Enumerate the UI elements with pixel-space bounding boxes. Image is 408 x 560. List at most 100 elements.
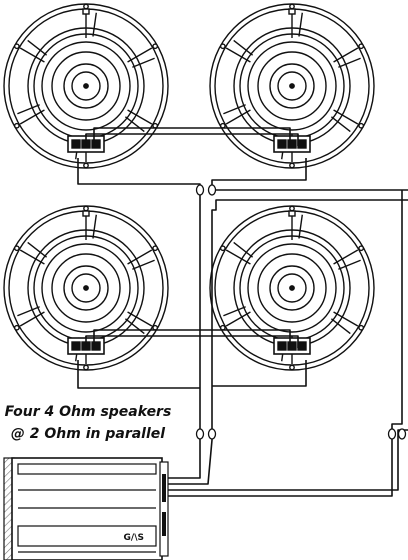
mounting-hole — [152, 43, 159, 50]
terminal-mid — [287, 139, 297, 149]
basket-spoke — [223, 306, 246, 317]
terminal-negative — [277, 139, 287, 149]
terminal-positive — [297, 139, 307, 149]
mounting-hole — [289, 364, 295, 371]
bottom-feed-wire-b — [212, 360, 307, 387]
amp-label-panel — [17, 525, 157, 547]
terminal-negative — [71, 341, 81, 351]
terminal-positive — [91, 139, 101, 149]
amp-terminal — [162, 474, 166, 502]
mounting-hole — [13, 324, 20, 331]
top-pair-bridge-negative — [85, 133, 299, 146]
basket-spoke — [233, 39, 254, 56]
basket-spoke — [330, 318, 351, 335]
right-loop-outer — [160, 429, 408, 491]
top-feed-wire-a — [77, 158, 201, 479]
basket-spoke — [17, 104, 40, 115]
speaker-dust-cap-inner — [71, 71, 101, 101]
basket-spoke — [338, 259, 361, 270]
speaker-cone-inner — [257, 253, 327, 323]
speaker-center-dot — [289, 285, 295, 291]
basket-spoke — [233, 241, 254, 258]
mounting-hole — [289, 162, 295, 169]
speakers — [3, 3, 375, 371]
basket-spoke — [132, 57, 155, 68]
speaker-cone — [41, 243, 131, 333]
caption-line-2: @ 2 Ohm in parallel — [10, 426, 166, 442]
bottom-feed-wire-a — [77, 360, 200, 389]
terminal-positive — [297, 341, 307, 351]
mounting-hole — [358, 245, 365, 252]
speaker-cone-inner — [51, 253, 121, 323]
connector-right-a — [387, 428, 397, 440]
speaker-cone — [41, 41, 131, 131]
caption-line-1: Four 4 Ohm speakers — [4, 404, 172, 420]
basket-spoke — [124, 318, 145, 335]
terminal-negative — [277, 341, 287, 351]
top-pair-bridge-positive — [93, 127, 291, 146]
mounting-hole — [358, 43, 365, 50]
amplifier: G/\S — [3, 457, 169, 560]
right-loop-inner — [160, 190, 403, 497]
mounting-hole — [219, 43, 226, 50]
speaker-cone-inner — [51, 51, 121, 121]
mounting-hole — [289, 205, 295, 212]
speaker-center-dot — [289, 83, 295, 89]
basket-spoke — [223, 104, 246, 115]
speaker-center-dot — [83, 83, 89, 89]
bottom-pair-bridge-negative — [85, 335, 299, 348]
connector-mid-b — [207, 428, 217, 440]
mounting-hole — [13, 43, 20, 50]
speaker-dust-cap — [63, 265, 109, 311]
bottom-pair-bridge-positive — [93, 329, 291, 348]
basket-spoke — [298, 214, 303, 239]
speaker-center-dot — [83, 285, 89, 291]
mounting-hole — [83, 162, 89, 169]
speaker-top-left — [3, 3, 169, 169]
basket-spoke — [27, 39, 48, 56]
speaker-dust-cap — [269, 265, 315, 311]
connector-top-b — [207, 184, 217, 196]
speaker-dust-cap-inner — [71, 273, 101, 303]
mounting-hole — [13, 122, 20, 129]
terminal-positive — [91, 341, 101, 351]
amp-terminal — [162, 512, 166, 536]
mounting-hole — [219, 245, 226, 252]
speaker-cone-inner — [257, 51, 327, 121]
speaker-cone — [247, 41, 337, 131]
basket-spoke — [17, 306, 40, 317]
basket-spoke — [338, 57, 361, 68]
speaker-notch — [288, 210, 296, 217]
mounting-hole — [358, 122, 365, 129]
mounting-hole — [152, 245, 159, 252]
speaker-cone — [247, 243, 337, 333]
amp-brand-label: G/\S — [124, 533, 144, 543]
basket-spoke — [27, 241, 48, 258]
mounting-hole — [83, 364, 89, 371]
speaker-top-right — [209, 3, 375, 169]
wire-connectors — [195, 184, 407, 440]
speaker-notch — [288, 8, 296, 15]
outer-return-wire-lower — [160, 199, 408, 485]
basket-spoke — [330, 116, 351, 133]
speaker-dust-cap — [269, 63, 315, 109]
connector-mid-a — [195, 428, 205, 440]
basket-spoke — [92, 12, 97, 37]
speaker-notch — [82, 210, 90, 217]
speaker-bottom-right — [209, 205, 375, 371]
connector-top-a — [195, 184, 205, 196]
terminal-mid — [287, 341, 297, 351]
mounting-hole — [83, 205, 89, 212]
basket-spoke — [124, 116, 145, 133]
basket-spoke — [92, 214, 97, 239]
mounting-hole — [13, 245, 20, 252]
diagram-caption: Four 4 Ohm speakers @ 2 Ohm in parallel — [0, 401, 176, 445]
mounting-hole — [358, 324, 365, 331]
speaker-bottom-left — [3, 205, 169, 371]
basket-spoke — [132, 259, 155, 270]
terminal-negative — [71, 139, 81, 149]
speaker-dust-cap-inner — [277, 71, 307, 101]
amp-terminal-block — [159, 461, 169, 557]
speaker-notch — [82, 8, 90, 15]
